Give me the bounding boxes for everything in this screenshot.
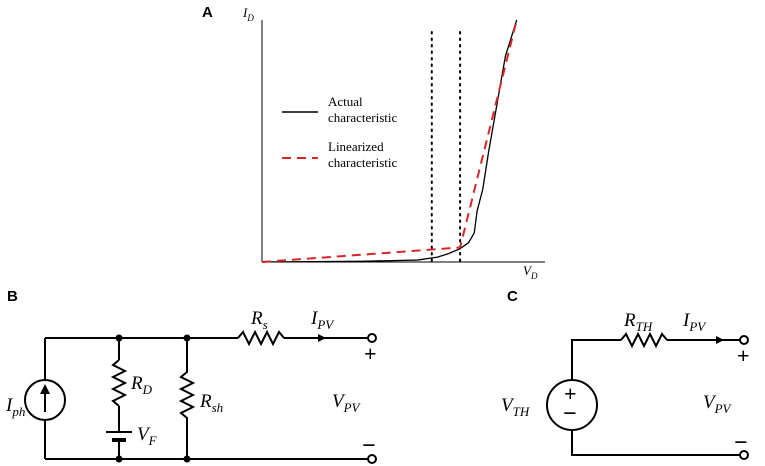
output-terminal-bottom (367, 454, 377, 464)
junction-dot (183, 455, 191, 463)
c-minus-terminal-sign: − (734, 430, 748, 456)
label-c-ipv: IPV (682, 310, 707, 334)
label-rth: RTH (623, 310, 653, 334)
x-axis-label: VD (523, 263, 538, 281)
label-c-vpv: VPV (703, 392, 733, 416)
linearized-characteristic-line (261, 19, 518, 263)
c-bottom-wire (571, 430, 740, 456)
c-plus-terminal-sign: + (737, 343, 750, 368)
c-top-wire-left (571, 339, 621, 380)
rsh-resistor (178, 338, 196, 459)
panel-a: A ID VD Actual characteristic Linearized… (202, 4, 545, 281)
voltage-source-minus: − (563, 401, 577, 427)
label-rsh: Rsh (199, 391, 223, 415)
panel-b-letter: B (7, 288, 18, 305)
label-vpv: VPV (332, 391, 362, 415)
output-terminal-top (367, 333, 377, 343)
legend-actual-line1: Actual (328, 94, 363, 109)
c-output-terminal-bottom (739, 450, 749, 460)
series-layer (261, 19, 518, 263)
minus-terminal-sign: − (362, 433, 376, 459)
label-rs: Rs (250, 308, 268, 332)
current-source-arrowhead (40, 384, 50, 394)
junction-dot (115, 455, 123, 463)
actual-characteristic-line (261, 19, 518, 263)
legend: Actual characteristic Linearized charact… (282, 94, 398, 170)
rs-resistor (237, 329, 285, 347)
junction-dot (115, 334, 123, 342)
voltage-source-plus: + (564, 381, 577, 406)
rth-resistor (620, 331, 668, 349)
c-current-arrow (716, 336, 724, 344)
legend-linearized-line1: Linearized (328, 139, 384, 154)
label-vf: VF (137, 424, 158, 448)
legend-actual-line2: characteristic (328, 110, 398, 125)
label-vth: VTH (501, 395, 530, 419)
panel-b: B Iph RD VF Rsh Rs (5, 288, 377, 464)
label-ipv: IPV (310, 308, 335, 332)
current-arrow (318, 334, 326, 342)
panel-a-letter: A (202, 4, 213, 21)
panel-c-letter: C (507, 288, 518, 305)
vertical-reference-lines (430, 31, 462, 263)
junction-dot (183, 334, 191, 342)
rd-resistor (110, 359, 128, 407)
legend-linearized-line2: characteristic (328, 155, 398, 170)
panel-c: C + − VTH RTH IPV VPV + − (501, 288, 750, 460)
y-axis-label: ID (242, 5, 254, 23)
c-output-terminal-top (739, 335, 749, 345)
label-rd: RD (130, 373, 153, 397)
label-iph: Iph (5, 395, 25, 419)
plus-terminal-sign: + (364, 341, 377, 366)
